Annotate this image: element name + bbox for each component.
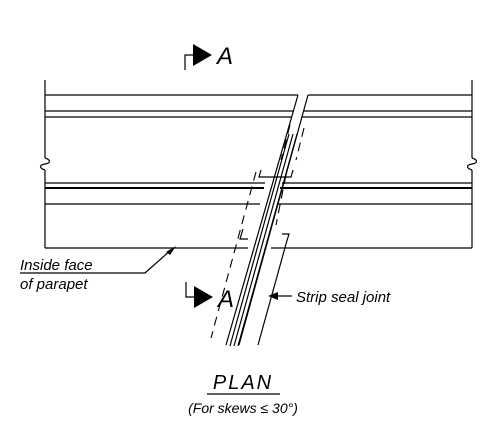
title-block: PLAN (For skews ≤ 30°) bbox=[188, 372, 298, 416]
plan-subtitle: (For skews ≤ 30°) bbox=[188, 400, 298, 416]
plan-title: PLAN bbox=[213, 372, 273, 394]
section-label-top: A bbox=[215, 43, 233, 70]
inside-face-label-line1: Inside face bbox=[20, 257, 93, 274]
parapet-lines-left bbox=[45, 94, 298, 249]
strip-seal-joint bbox=[229, 133, 298, 347]
strip-seal-callout: Strip seal joint bbox=[268, 289, 391, 306]
hidden-lines bbox=[210, 124, 305, 339]
inside-face-label-line2: of parapet bbox=[20, 276, 88, 293]
parapet-lines-right bbox=[271, 94, 472, 249]
deck-end-lines bbox=[44, 80, 473, 248]
joint-gap-edges bbox=[225, 94, 309, 346]
strip-seal-label: Strip seal joint bbox=[296, 289, 391, 306]
break-symbols bbox=[39, 157, 478, 171]
section-marker-bottom: A bbox=[185, 282, 234, 313]
section-marker-top: A bbox=[184, 43, 233, 70]
section-label-bottom: A bbox=[216, 286, 234, 313]
joint-brackets bbox=[239, 228, 290, 346]
inside-face-callout: Inside face of parapet bbox=[20, 246, 176, 293]
